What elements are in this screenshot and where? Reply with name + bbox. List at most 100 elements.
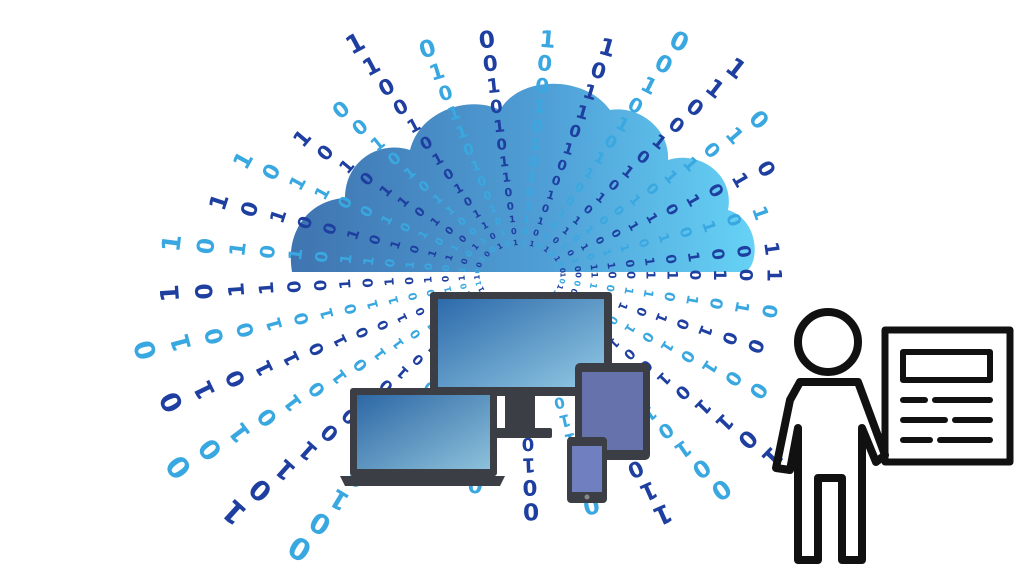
binary-digit: 0 (192, 236, 221, 255)
binary-digit: 1 (545, 188, 556, 203)
binary-digit: 1 (570, 256, 581, 265)
binary-digit: 0 (294, 214, 318, 232)
binary-digit: 0 (382, 258, 398, 269)
binary-digit: 1 (255, 281, 279, 296)
binary-digit: 0 (191, 282, 219, 300)
binary-digit: 1 (445, 102, 463, 126)
binary-digit: 0 (311, 279, 331, 292)
binary-digit: 0 (660, 290, 678, 302)
binary-digit: 1 (337, 253, 356, 266)
binary-digit: 0 (720, 366, 747, 390)
binary-digit: 1 (422, 276, 434, 284)
binary-digit: 0 (672, 316, 693, 332)
binary-digit: 0 (416, 34, 439, 65)
binary-digit: 1 (578, 242, 591, 253)
binary-digit: 1 (580, 80, 600, 106)
binary-digit: 1 (223, 417, 257, 449)
smartphone-icon (567, 437, 607, 503)
binary-digit: 1 (538, 26, 557, 54)
binary-digit: 0 (482, 249, 492, 259)
binary-digit: 0 (536, 51, 553, 77)
binary-digit: 0 (319, 220, 341, 237)
binary-digit: 1 (596, 33, 619, 63)
binary-digit: 0 (506, 200, 514, 213)
binary-digit: 0 (540, 202, 550, 216)
binary-digit: 1 (285, 247, 307, 262)
binary-digit: 0 (670, 380, 694, 404)
binary-digit: 0 (521, 433, 534, 454)
binary-digit: 0 (624, 271, 637, 279)
binary-digit: 0 (584, 252, 596, 262)
binary-digit: 1 (501, 169, 511, 185)
binary-digit: 0 (496, 135, 508, 154)
binary-digit: 1 (426, 58, 448, 86)
binary-digit: 0 (743, 377, 772, 403)
binary-digit: 0 (489, 96, 504, 118)
binary-digit: 0 (743, 105, 774, 135)
binary-digit: 1 (653, 368, 675, 389)
binary-digit: 0 (413, 305, 428, 318)
binary-digit: 1 (730, 299, 753, 315)
binary-digit: 1 (279, 389, 308, 416)
laptop-icon (340, 388, 505, 486)
binary-digit: 1 (495, 241, 504, 251)
binary-digit: 1 (690, 394, 716, 420)
binary-digit: 1 (381, 277, 397, 287)
binary-digit: 0 (473, 268, 483, 274)
binary-digit: 1 (552, 254, 562, 263)
binary-digit: 0 (305, 339, 329, 359)
binary-digit: 1 (328, 365, 352, 388)
binary-digit: 1 (641, 288, 657, 299)
binary-digit: 0 (458, 282, 469, 290)
binary-digit: 1 (370, 344, 391, 363)
binary-digit: 0 (474, 261, 484, 269)
binary-digit: 0 (256, 244, 280, 260)
binary-digit: 0 (528, 154, 539, 171)
binary-digit: 0 (603, 283, 616, 292)
binary-digit: 0 (535, 241, 544, 251)
binary-digit: 1 (488, 203, 498, 217)
binary-digit: 1 (480, 220, 491, 233)
binary-digit: 0 (352, 324, 373, 341)
binary-digit: 0 (488, 230, 498, 242)
binary-digit: 1 (453, 121, 470, 143)
binary-digit: 0 (461, 139, 476, 159)
binary-digit: 0 (488, 245, 498, 255)
binary-digit: 0 (558, 267, 568, 273)
binary-digit: 0 (522, 226, 529, 236)
binary-digit: 1 (470, 241, 482, 252)
binary-digit: 1 (469, 158, 483, 176)
binary-digit: 1 (251, 356, 280, 380)
binary-digit: 1 (555, 283, 565, 291)
binary-digit: 0 (551, 235, 562, 247)
binary-digit: 1 (390, 335, 409, 352)
binary-digit: 0 (312, 140, 338, 165)
binary-digit: 1 (155, 283, 185, 303)
binary-digit: 0 (367, 233, 385, 247)
binary-digit: 1 (573, 101, 591, 125)
binary-digit: 1 (508, 214, 516, 226)
binary-digit: 0 (482, 51, 499, 77)
binary-digit: 1 (556, 207, 568, 221)
binary-digit: 0 (572, 280, 583, 288)
binary-digit: 0 (567, 121, 583, 142)
binary-digit: 1 (558, 241, 569, 252)
binary-digit: 0 (735, 269, 756, 282)
binary-digit: 0 (423, 262, 436, 271)
binary-digit: 1 (522, 453, 536, 476)
binary-digit: 1 (747, 203, 773, 223)
binary-digit: 0 (441, 264, 453, 272)
binary-digit: 1 (727, 168, 754, 191)
binary-digit: 0 (556, 260, 566, 268)
binary-digit: 1 (225, 240, 252, 258)
binary-digit: 1 (156, 233, 187, 254)
binary-digit: 1 (393, 362, 413, 382)
binary-digit: 0 (159, 448, 199, 486)
binary-digit: 1 (557, 410, 572, 431)
binary-digit: 1 (542, 244, 552, 254)
binary-digit: 1 (443, 253, 455, 262)
binary-digit: 0 (406, 326, 423, 342)
binary-digit: 0 (290, 310, 314, 328)
binary-digit: 0 (638, 328, 657, 345)
